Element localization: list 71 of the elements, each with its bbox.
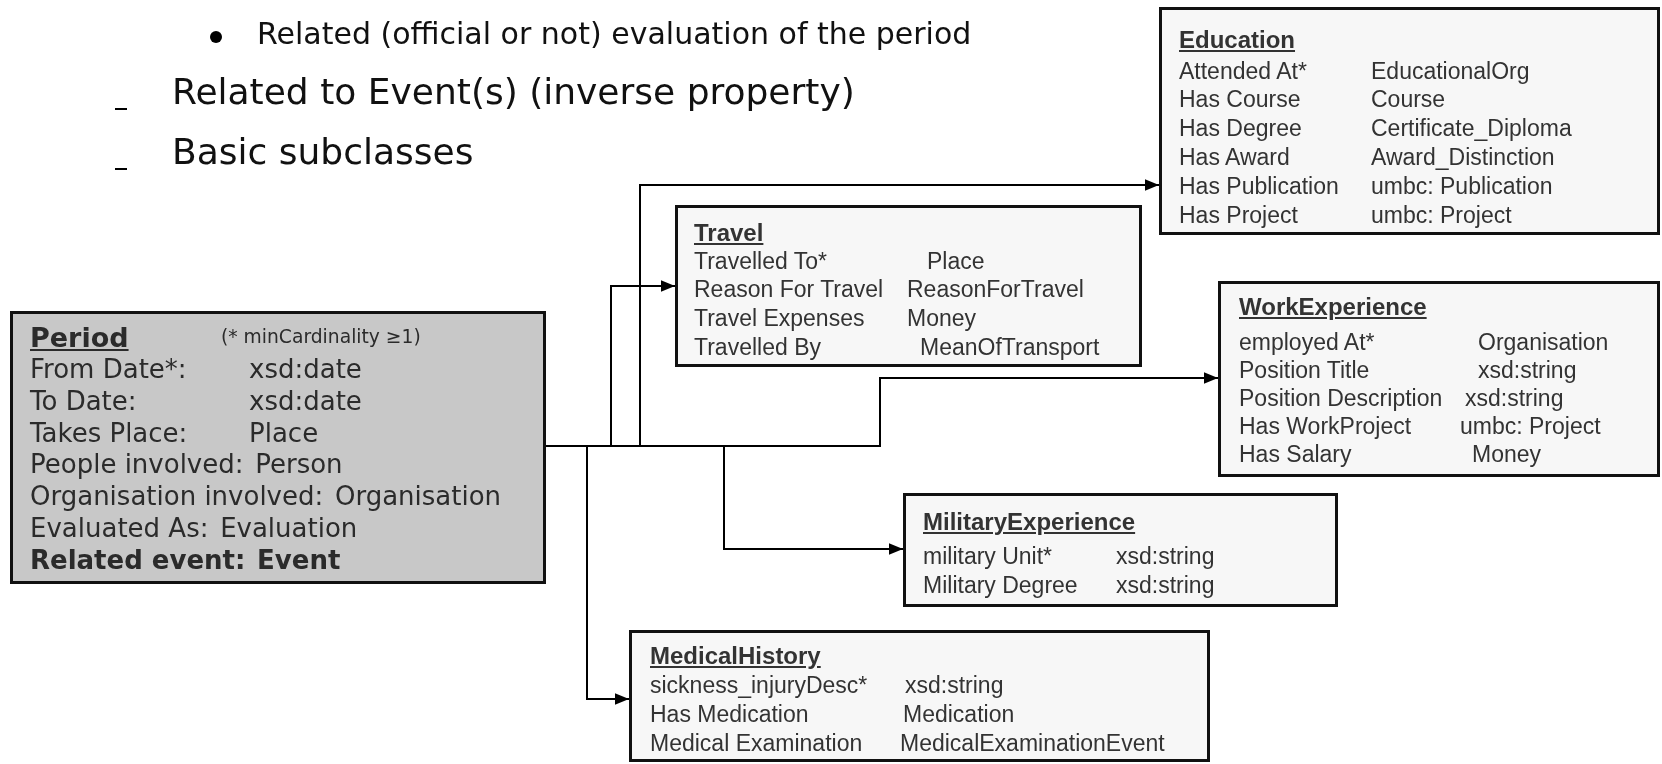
- property-name: Travelled To*: [694, 249, 828, 273]
- property-type: Place: [927, 249, 985, 273]
- property-type: xsd:date: [249, 356, 362, 382]
- property-name: Has Salary: [1239, 442, 1353, 466]
- property-type: xsd:string: [1478, 358, 1577, 382]
- property-type: xsd:string: [1116, 544, 1215, 568]
- property-type: umbc: Project: [1460, 414, 1601, 438]
- property-name: People involved:: [30, 451, 244, 478]
- class-box: [675, 205, 1142, 367]
- cardinality-note: (* minCardinality ≥1): [221, 327, 421, 347]
- property-type: Organisation: [1478, 330, 1609, 354]
- class-name: Travel: [694, 221, 764, 245]
- property-name: Organisation involved:: [30, 483, 324, 510]
- property-type: umbc: Publication: [1371, 174, 1553, 198]
- property-name: employed At*: [1239, 330, 1376, 354]
- property-type: Money: [907, 306, 977, 330]
- property-type: Money: [1472, 442, 1542, 466]
- class-box: [10, 311, 546, 584]
- property-type: Place: [249, 419, 319, 446]
- property-type: xsd:string: [1116, 573, 1215, 597]
- property-name: Position Title: [1239, 358, 1371, 382]
- property-type: Certificate_Diploma: [1371, 117, 1572, 141]
- property-name: Has Medication: [650, 702, 810, 726]
- property-type: xsd:string: [1465, 386, 1564, 410]
- list-item-text: Related (official or not) evaluation of the period: [257, 18, 972, 49]
- list-item-text: Related to Event(s) (inverse property): [172, 74, 855, 111]
- property-name: sickness_injuryDesc*: [650, 673, 869, 697]
- property-name: From Date*:: [30, 356, 188, 382]
- class-box: [1159, 7, 1660, 235]
- property-type: Organisation: [334, 483, 502, 510]
- property-name: Position Description: [1239, 386, 1444, 410]
- property-type: Evaluation: [220, 515, 358, 541]
- property-name: Travel Expenses: [694, 306, 866, 330]
- class-name: MedicalHistory: [650, 644, 821, 668]
- property-name: Reason For Travel: [694, 278, 885, 302]
- class-name: Education: [1179, 28, 1295, 52]
- property-name: Has WorkProject: [1239, 414, 1413, 438]
- property-name: Has Degree: [1179, 117, 1303, 141]
- property-name: Medical Examination: [650, 731, 864, 755]
- property-name: Travelled By: [694, 335, 822, 359]
- property-name: Related event:: [30, 546, 246, 573]
- list-item-text: Basic subclasses: [172, 134, 474, 171]
- property-name: Military Degree: [923, 573, 1079, 597]
- property-type: Person: [255, 451, 343, 478]
- class-box: [629, 630, 1210, 762]
- class-name: WorkExperience: [1239, 295, 1427, 319]
- property-type: EducationalOrg: [1371, 59, 1530, 83]
- property-type: xsd:string: [905, 673, 1004, 697]
- property-name: Has Award: [1179, 145, 1291, 169]
- property-name: To Date:: [30, 387, 138, 414]
- property-name: Has Course: [1179, 88, 1302, 112]
- property-type: ReasonForTravel: [907, 278, 1084, 302]
- property-type: umbc: Project: [1371, 203, 1512, 227]
- property-type: Event: [257, 546, 341, 573]
- property-type: Course: [1371, 88, 1446, 112]
- property-type: Award_Distinction: [1371, 145, 1555, 169]
- property-name: Takes Place:: [30, 419, 189, 446]
- class-box: [903, 493, 1338, 607]
- connector-arrow: [545, 445, 630, 705]
- property-type: Medication: [903, 702, 1015, 726]
- property-name: military Unit*: [923, 544, 1054, 568]
- property-name: Has Publication: [1179, 174, 1340, 198]
- class-name: Period: [30, 323, 129, 351]
- property-type: xsd:date: [249, 387, 362, 414]
- property-name: Attended At*: [1179, 59, 1308, 83]
- class-name: MilitaryExperience: [923, 510, 1136, 534]
- property-type: MedicalExaminationEvent: [900, 731, 1165, 755]
- property-name: Evaluated As:: [30, 515, 209, 541]
- class-box: [1218, 281, 1660, 477]
- property-name: Has Project: [1179, 203, 1299, 227]
- property-type: MeanOfTransport: [920, 335, 1100, 359]
